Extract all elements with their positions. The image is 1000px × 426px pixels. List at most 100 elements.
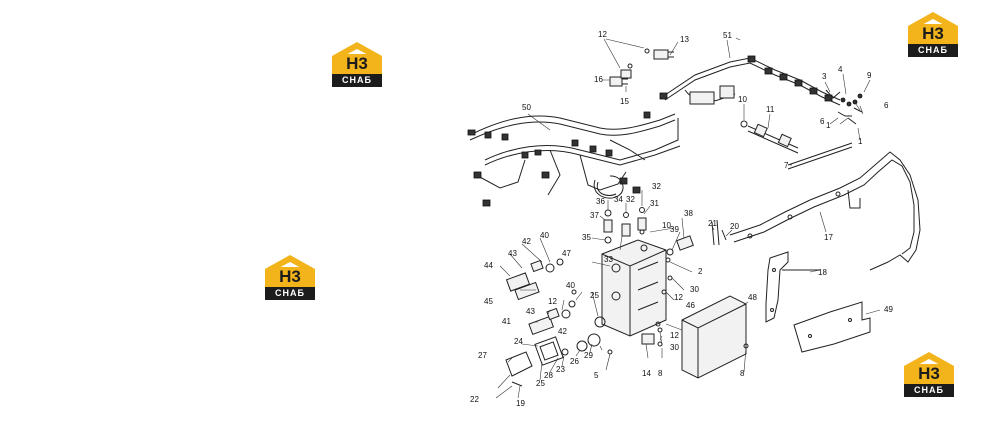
- callout-label: 17: [824, 233, 833, 242]
- callout-label: 6: [884, 101, 889, 110]
- callout-label: 5: [594, 371, 599, 380]
- callout-label: 12: [674, 293, 683, 302]
- logo-h3-snab-top-right: H3 СНАБ: [906, 10, 960, 60]
- seal-12-b: [644, 48, 650, 54]
- callout-label: 39: [670, 225, 679, 234]
- callout-label: 40: [540, 231, 549, 240]
- logo-h3-snab-top-left: H3 СНАБ: [330, 40, 384, 90]
- bolt-22: [511, 381, 523, 387]
- sensor-16: [609, 76, 628, 87]
- callout-label: 1: [858, 137, 863, 146]
- logo-caption: СНАБ: [908, 44, 958, 57]
- callout-label: 42: [558, 327, 567, 336]
- callout-label: 20: [730, 222, 739, 231]
- callout-label: 12: [670, 331, 679, 340]
- callout-label: 25: [590, 291, 599, 300]
- callout-label: 16: [594, 75, 603, 84]
- o-ring-25: [594, 316, 606, 328]
- spring-29: [587, 333, 601, 347]
- callout-label: 3: [822, 72, 827, 81]
- rod-11: [747, 123, 799, 154]
- seal-34: [623, 212, 629, 218]
- rod-7: [787, 142, 853, 166]
- callout-label: 4: [838, 65, 843, 74]
- logo-letters: H3: [346, 54, 368, 73]
- spacer-26: [576, 340, 588, 352]
- callout-label: 10: [662, 221, 671, 230]
- callout-label: 32: [626, 195, 635, 204]
- callout-label: 47: [562, 249, 571, 258]
- logo-caption: СНАБ: [904, 384, 954, 397]
- callout-label: 26: [570, 357, 579, 366]
- callout-label: 21: [708, 219, 717, 228]
- washer-2: [665, 257, 671, 263]
- exploded-parts-diagram: 1 1 2 3 4 5 6 6 7 8 8 9 10 10 11 12 12 1…: [467, 30, 921, 408]
- logo-house-icon: [332, 42, 382, 74]
- frame-17: [729, 151, 921, 271]
- fitting-43-upper: [530, 259, 544, 273]
- screw-5: [607, 349, 613, 355]
- callout-label: 51: [723, 31, 732, 40]
- control-box-48: [681, 295, 747, 379]
- callout-label: 32: [652, 182, 661, 191]
- wiring-harness-50: [467, 111, 681, 207]
- solenoid-valve-44: [505, 272, 531, 292]
- callout-label: 43: [526, 307, 535, 316]
- seal-23: [561, 348, 569, 356]
- callout-label: 30: [690, 285, 699, 294]
- callout-label: 42: [522, 237, 531, 246]
- cover-27: [505, 351, 533, 377]
- sensor-15: [620, 69, 632, 79]
- seal-35: [604, 236, 612, 244]
- seal-36: [604, 209, 612, 217]
- callout-label: 1: [826, 121, 831, 130]
- callout-label: 8: [658, 369, 663, 378]
- valve-block-47: [601, 239, 667, 337]
- callout-label: 12: [598, 30, 607, 39]
- bolt-8-a: [657, 327, 663, 333]
- logo-h3-snab-bottom-right: H3 СНАБ: [902, 350, 956, 400]
- callout-label: 6: [820, 117, 825, 126]
- solenoid-valve-41: [528, 315, 555, 336]
- callout-label: 19: [516, 399, 525, 408]
- callout-label: 49: [884, 305, 893, 314]
- logo-house-icon: [904, 352, 954, 384]
- callout-label: 45: [484, 297, 493, 306]
- sensor-14: [641, 333, 655, 345]
- callout-label: 50: [522, 103, 531, 112]
- seal-12-c: [571, 289, 577, 295]
- logo-letters: H3: [922, 24, 944, 43]
- callout-label: 9: [867, 71, 872, 80]
- pin-21: [711, 219, 720, 246]
- o-ring-40-upper: [556, 258, 564, 266]
- fitting-43-lower: [546, 307, 560, 321]
- o-ring-42-lower: [561, 309, 571, 319]
- logo-letters: H3: [918, 364, 940, 383]
- bracket-18: [765, 251, 820, 323]
- logo-caption: СНАБ: [265, 287, 315, 300]
- callout-label: 13: [680, 35, 689, 44]
- fitting-31: [637, 217, 647, 231]
- callout-label: 25: [536, 379, 545, 388]
- callout-label: 15: [620, 97, 629, 106]
- callout-label: 48: [748, 293, 757, 302]
- callout-label: 22: [470, 395, 479, 404]
- seal-12-e: [655, 321, 661, 327]
- callout-label: 29: [584, 351, 593, 360]
- logo-house-icon: [908, 12, 958, 44]
- callout-label: 12: [548, 297, 557, 306]
- callout-label: 7: [784, 161, 789, 170]
- bushing-10: [740, 120, 748, 128]
- logo-letters: H3: [279, 267, 301, 286]
- callout-label: 10: [738, 95, 747, 104]
- callout-label: 44: [484, 261, 493, 270]
- callout-label: 34: [614, 195, 623, 204]
- callout-label: 37: [590, 211, 599, 220]
- callout-label: 46: [686, 301, 695, 310]
- callout-label: 2: [698, 267, 703, 276]
- callout-label: 41: [502, 317, 511, 326]
- callout-label: 11: [766, 105, 775, 114]
- callout-label: 36: [596, 197, 605, 206]
- seal-10: [639, 229, 645, 235]
- callout-label: 40: [566, 281, 575, 290]
